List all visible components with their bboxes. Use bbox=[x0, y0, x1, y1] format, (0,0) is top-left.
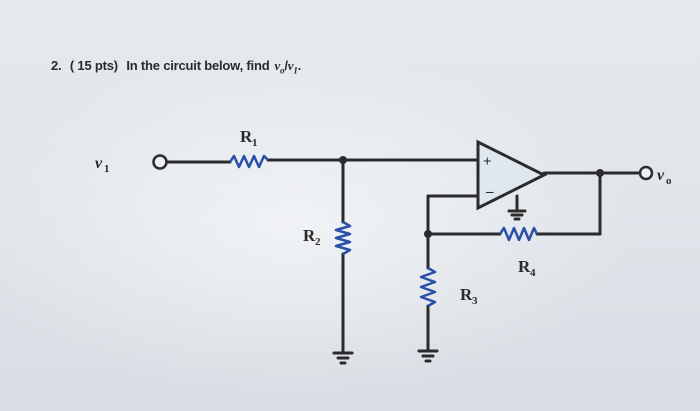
svg-text:o: o bbox=[666, 175, 672, 187]
label-v1: v 1 bbox=[95, 155, 110, 175]
junction-output bbox=[596, 169, 604, 177]
op-amp bbox=[476, 139, 548, 211]
output-terminal bbox=[638, 165, 654, 181]
problem-statement: 2. ( 15 pts) In the circuit below, find v… bbox=[51, 58, 302, 76]
resistor-r2 bbox=[334, 220, 352, 256]
label-r1: R 1 bbox=[240, 127, 258, 149]
junction-node-a bbox=[339, 156, 347, 164]
ratio-vo: vo bbox=[274, 58, 285, 76]
svg-text:4: 4 bbox=[530, 267, 536, 279]
resistor-r1 bbox=[228, 154, 269, 169]
svg-text:R: R bbox=[240, 127, 253, 146]
ground-symbol-r3 bbox=[417, 349, 439, 363]
problem-text: In the circuit below, find bbox=[126, 58, 270, 73]
svg-text:1: 1 bbox=[252, 137, 258, 149]
op-amp-plus-sign: + bbox=[483, 154, 492, 170]
ground-symbol-r2 bbox=[332, 351, 354, 365]
svg-text:R: R bbox=[303, 226, 316, 245]
label-r2: R 2 bbox=[303, 226, 321, 248]
resistor-r4 bbox=[498, 226, 539, 242]
problem-number: 2. bbox=[51, 58, 62, 73]
label-vo: v o bbox=[657, 167, 672, 187]
problem-points: ( 15 pts) bbox=[69, 58, 118, 73]
input-terminal bbox=[152, 154, 168, 170]
svg-text:v: v bbox=[657, 167, 665, 184]
junction-node-b bbox=[424, 230, 432, 238]
svg-text:1: 1 bbox=[104, 163, 110, 175]
svg-text:3: 3 bbox=[472, 295, 478, 307]
svg-text:R: R bbox=[460, 285, 473, 304]
svg-text:R: R bbox=[518, 257, 531, 276]
ground-symbol-opamp bbox=[507, 209, 527, 221]
ratio-v1: v1 bbox=[287, 58, 298, 76]
label-r4: R 4 bbox=[518, 257, 536, 279]
resistor-r3 bbox=[419, 266, 437, 308]
svg-text:2: 2 bbox=[315, 236, 321, 248]
op-amp-minus-sign: – bbox=[485, 184, 494, 200]
svg-text:v: v bbox=[95, 155, 103, 172]
label-r3: R 3 bbox=[460, 285, 478, 307]
